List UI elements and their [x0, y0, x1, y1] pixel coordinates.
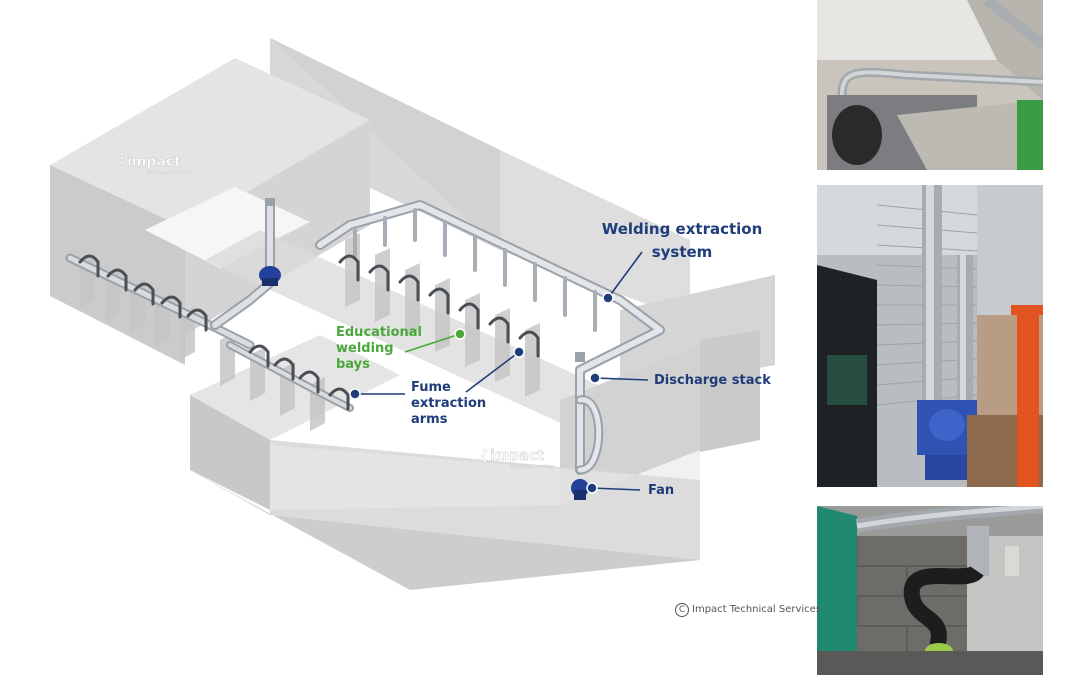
- copyright-text: Impact Technical Services: [692, 604, 822, 615]
- label-welding-system-2: system: [652, 243, 713, 261]
- label-educational-3: bays: [336, 357, 370, 372]
- ductwork: [65, 200, 665, 475]
- callout-fan: Fan: [586, 482, 674, 498]
- callout-educational-bays: Educational welding bays: [336, 325, 466, 372]
- label-fan: Fan: [648, 483, 674, 498]
- label-fume-1: Fume: [411, 380, 451, 395]
- label-fume-3: arms: [411, 412, 448, 427]
- callout-welding-system: Welding extraction system: [602, 220, 763, 304]
- photo-discharge-stack-fan: [817, 185, 1043, 487]
- label-educational-1: Educational: [336, 325, 422, 340]
- logo-top-brand: impact: [127, 154, 181, 170]
- isometric-diagram: impact technical services impact technic…: [50, 38, 775, 590]
- copyright-icon: C: [675, 603, 689, 617]
- label-fume-2: extraction: [411, 396, 486, 411]
- logo-bottom-tagline: technical services: [510, 464, 555, 470]
- logo-bottom: impact technical services: [481, 448, 555, 470]
- label-educational-2: welding: [336, 341, 394, 356]
- callout-fume-arms: Fume extraction arms: [349, 346, 525, 427]
- left-fan-icon: [259, 198, 281, 286]
- callout-discharge-stack: Discharge stack: [589, 372, 771, 388]
- label-discharge-stack: Discharge stack: [654, 373, 771, 388]
- logo-bottom-brand: impact: [490, 448, 544, 464]
- building-walls: [50, 38, 775, 590]
- fan-icon: [571, 352, 589, 500]
- fume-extraction-arms: [78, 254, 540, 411]
- photo-fume-arm: [817, 506, 1043, 675]
- photo-workshop-ducting: [817, 0, 1043, 170]
- label-welding-system-1: Welding extraction: [602, 220, 763, 238]
- logo-top-tagline: technical services: [147, 170, 192, 176]
- logo-top: impact technical services: [118, 154, 192, 176]
